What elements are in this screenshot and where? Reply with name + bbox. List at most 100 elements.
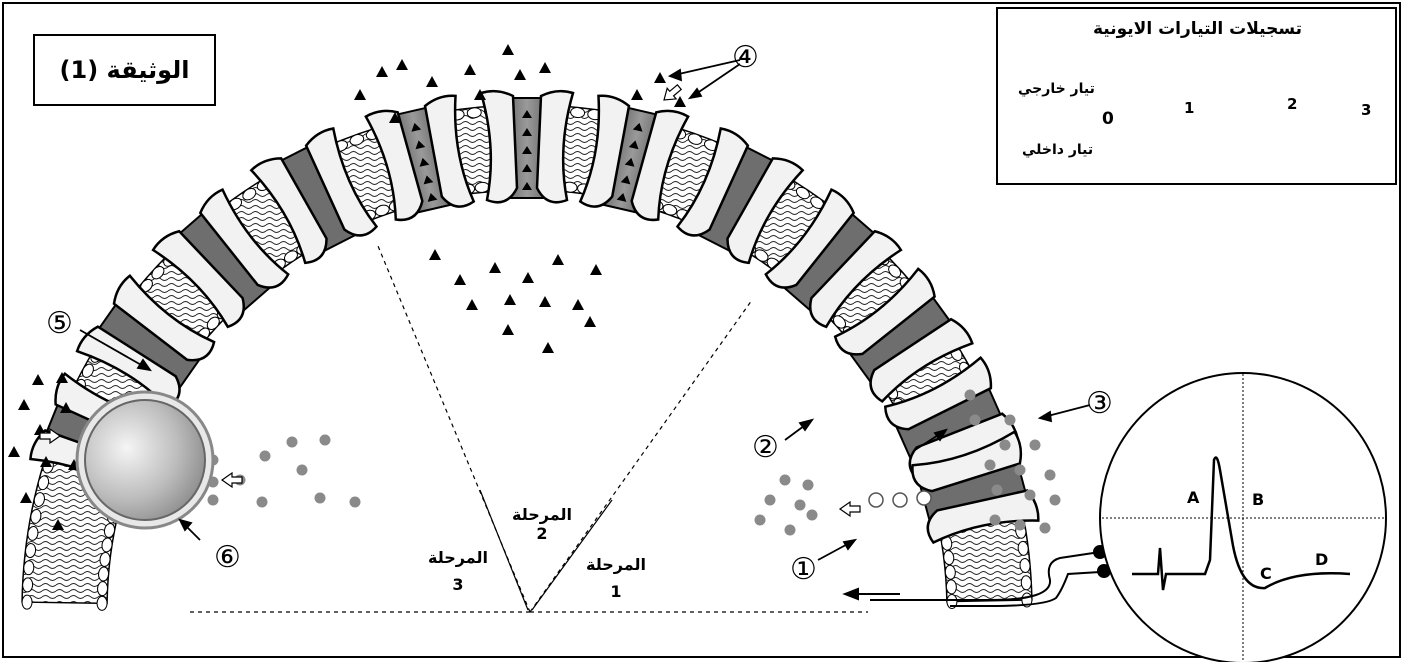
- sodium-ion: [999, 439, 1011, 451]
- lipid-head: [81, 363, 94, 378]
- phase-2-label: المرحلة 2: [502, 505, 582, 543]
- lipid-head: [33, 492, 45, 507]
- potassium-ion: [40, 456, 52, 467]
- lipid-head: [945, 579, 957, 595]
- potassium-ion: [552, 254, 564, 265]
- open-gate: [868, 492, 884, 508]
- sodium-ion: [1044, 469, 1056, 481]
- callout-6: ⑥: [214, 540, 241, 575]
- sodium-ion: [256, 496, 268, 508]
- potassium-ion: [354, 89, 366, 100]
- recording-box: تسجيلات التيارات الايونية تيار خارجي 0 ت…: [996, 7, 1397, 185]
- sodium-ion: [1029, 439, 1041, 451]
- callout-arrows: [79, 59, 1091, 561]
- lipid-head: [242, 188, 257, 201]
- potassium-ion: [502, 44, 514, 55]
- recording-point-1: 1: [1184, 99, 1195, 117]
- sodium-ion: [319, 434, 331, 446]
- lipid-head: [832, 315, 846, 329]
- sodium-ion: [286, 436, 298, 448]
- sodium-ion: [969, 414, 981, 426]
- sodium-ion: [964, 389, 976, 401]
- potassium-ion: [52, 519, 64, 530]
- sodium-ion: [349, 496, 361, 508]
- sodium-ion: [207, 494, 219, 506]
- potassium-ion: [34, 424, 46, 435]
- phase-3-label: المرحلة 3: [418, 548, 498, 594]
- sodium-ion: [784, 524, 796, 536]
- lipid-head: [101, 537, 113, 553]
- open-gate: [916, 490, 932, 506]
- phase-2-word: المرحلة: [512, 505, 572, 524]
- phase-solid-lines: [479, 489, 613, 611]
- phase-1-word: المرحلة: [586, 555, 646, 574]
- callout-3: ③: [1086, 386, 1113, 421]
- channel-protein: [364, 94, 476, 222]
- potassium-ion: [674, 96, 686, 107]
- phase-3-number: 3: [452, 575, 464, 594]
- lipid-head: [1019, 558, 1031, 574]
- sodium-ion: [802, 479, 814, 491]
- sodium-ion: [779, 474, 791, 486]
- sodium-ion: [1049, 494, 1061, 506]
- callout-2: ②: [752, 430, 779, 465]
- potassium-ion: [590, 264, 602, 275]
- lipid-head: [943, 550, 955, 566]
- lipid-head: [151, 266, 165, 280]
- potassium-ion: [60, 402, 72, 413]
- open-gate: [892, 492, 908, 508]
- potassium-ion: [654, 72, 666, 83]
- sodium-ion: [991, 484, 1003, 496]
- sodium-ion: [296, 464, 308, 476]
- potassium-ion: [464, 64, 476, 75]
- lipid-head: [375, 204, 390, 217]
- callout-5: ⑤: [46, 306, 73, 341]
- flow-arrow: [663, 84, 683, 101]
- potassium-ion: [18, 399, 30, 410]
- channel-protein: [833, 267, 974, 403]
- potassium-ion: [376, 66, 388, 77]
- potassium-ion: [522, 272, 534, 283]
- lipid-head: [284, 250, 298, 263]
- zero-label: 0: [1102, 109, 1114, 129]
- lipid-head: [687, 133, 703, 145]
- potassium-ion: [389, 112, 401, 123]
- lipid-head: [754, 249, 769, 262]
- channel-protein: [249, 127, 379, 265]
- lipid-head: [944, 564, 956, 580]
- sodium-ion: [314, 492, 326, 504]
- sodium-ion: [989, 514, 1001, 526]
- potassium-ion: [474, 89, 486, 100]
- lipid-head: [349, 134, 365, 146]
- sodium-ion: [1014, 519, 1026, 531]
- potassium-ion: [429, 249, 441, 260]
- phase-3-word: المرحلة: [428, 548, 488, 567]
- lipid-head: [37, 475, 50, 491]
- flow-arrow: [39, 427, 62, 445]
- document-title: الوثيقة (1): [33, 34, 216, 106]
- channel-protein: [764, 187, 903, 329]
- lipid-head: [30, 508, 42, 524]
- sodium-ion: [806, 509, 818, 521]
- lipid-head: [27, 525, 39, 541]
- ions: [8, 44, 1061, 536]
- sodium-ion: [259, 450, 271, 462]
- recording-title: تسجيلات التيارات الايونية: [1093, 19, 1303, 39]
- electrode-wire: [842, 545, 1111, 607]
- sodium-ion: [984, 459, 996, 471]
- channel-protein: [151, 187, 290, 329]
- channel-protein: [75, 274, 216, 410]
- osc-label-c: C: [1260, 564, 1272, 583]
- recording-point-2: 2: [1287, 95, 1298, 113]
- flow-arrow: [838, 500, 861, 518]
- sodium-ion: [1024, 489, 1036, 501]
- sodium-ion: [1014, 464, 1026, 476]
- channel-protein: [675, 127, 805, 265]
- lipid-head: [21, 594, 33, 610]
- channel-protein: [479, 89, 575, 204]
- potassium-ion: [454, 274, 466, 285]
- flow-arrow: [220, 471, 243, 489]
